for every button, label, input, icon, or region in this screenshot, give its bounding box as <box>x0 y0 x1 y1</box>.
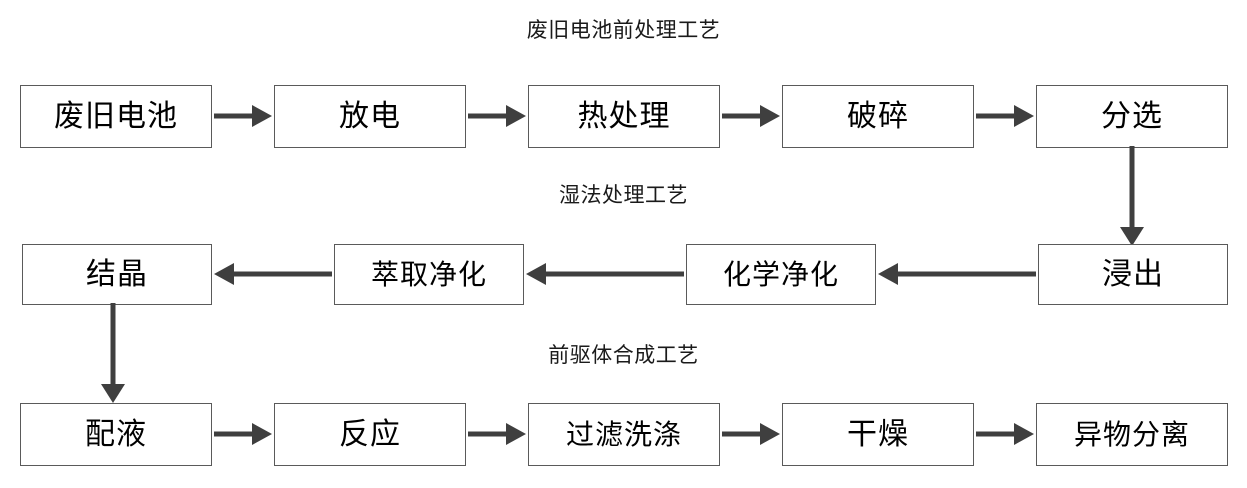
arrow-drying-to-foreign-matter-separation <box>976 422 1034 446</box>
arrow-shaft <box>976 431 1016 437</box>
node-drying[interactable]: 干燥 <box>782 403 974 466</box>
node-discharge[interactable]: 放电 <box>274 85 466 148</box>
arrow-head-right-icon <box>506 105 526 127</box>
arrow-shaft <box>214 113 254 119</box>
arrow-head-left-icon <box>526 263 546 285</box>
arrow-chemical-purification-to-extraction-purification <box>526 262 684 286</box>
arrow-shaft <box>544 271 684 277</box>
arrow-shaft <box>468 113 508 119</box>
arrow-head-left-icon <box>214 263 234 285</box>
arrow-filtration-washing-to-drying <box>722 422 780 446</box>
node-reaction[interactable]: 反应 <box>274 403 466 466</box>
arrow-shaft <box>1129 146 1135 230</box>
arrow-shaft <box>722 431 762 437</box>
arrow-head-down-icon <box>1120 227 1144 246</box>
section-title-hydrometallurgy: 湿法处理工艺 <box>559 183 688 207</box>
arrow-discharge-to-heat-treatment <box>468 104 526 128</box>
arrow-head-right-icon <box>252 105 272 127</box>
arrow-shaft <box>468 431 508 437</box>
node-solution-preparation[interactable]: 配液 <box>20 403 212 466</box>
node-chemical-purification[interactable]: 化学净化 <box>686 244 876 305</box>
arrow-extraction-purification-to-crystallization <box>214 262 332 286</box>
arrow-head-down-icon <box>101 384 125 403</box>
node-foreign-matter-separation[interactable]: 异物分离 <box>1036 403 1228 466</box>
section-title-precursor-synthesis: 前驱体合成工艺 <box>548 343 699 367</box>
arrow-head-right-icon <box>252 423 272 445</box>
arrow-shaft <box>722 113 762 119</box>
section-title-pretreatment: 废旧电池前处理工艺 <box>526 18 721 42</box>
node-waste-battery[interactable]: 废旧电池 <box>20 85 212 148</box>
node-leaching[interactable]: 浸出 <box>1038 244 1228 305</box>
node-extraction-purification[interactable]: 萃取净化 <box>334 244 524 305</box>
arrow-heat-treatment-to-crushing <box>722 104 780 128</box>
arrow-sorting-to-leaching <box>1120 146 1144 246</box>
arrow-head-left-icon <box>878 263 898 285</box>
arrow-head-right-icon <box>760 423 780 445</box>
arrow-reaction-to-filtration-washing <box>468 422 526 446</box>
node-heat-treatment[interactable]: 热处理 <box>528 85 720 148</box>
arrow-shaft <box>214 431 254 437</box>
arrow-shaft <box>110 303 116 387</box>
arrow-waste-battery-to-discharge <box>214 104 272 128</box>
arrow-leaching-to-chemical-purification <box>878 262 1036 286</box>
node-filtration-washing[interactable]: 过滤洗涤 <box>528 403 720 466</box>
arrow-shaft <box>896 271 1036 277</box>
arrow-head-right-icon <box>760 105 780 127</box>
arrow-shaft <box>232 271 332 277</box>
arrow-head-right-icon <box>1014 423 1034 445</box>
arrow-solution-preparation-to-reaction <box>214 422 272 446</box>
arrow-head-right-icon <box>1014 105 1034 127</box>
arrow-shaft <box>976 113 1016 119</box>
arrow-crystallization-to-solution-preparation <box>101 303 125 403</box>
arrow-crushing-to-sorting <box>976 104 1034 128</box>
node-sorting[interactable]: 分选 <box>1036 85 1228 148</box>
node-crystallization[interactable]: 结晶 <box>22 244 212 305</box>
arrow-head-right-icon <box>506 423 526 445</box>
node-crushing[interactable]: 破碎 <box>782 85 974 148</box>
